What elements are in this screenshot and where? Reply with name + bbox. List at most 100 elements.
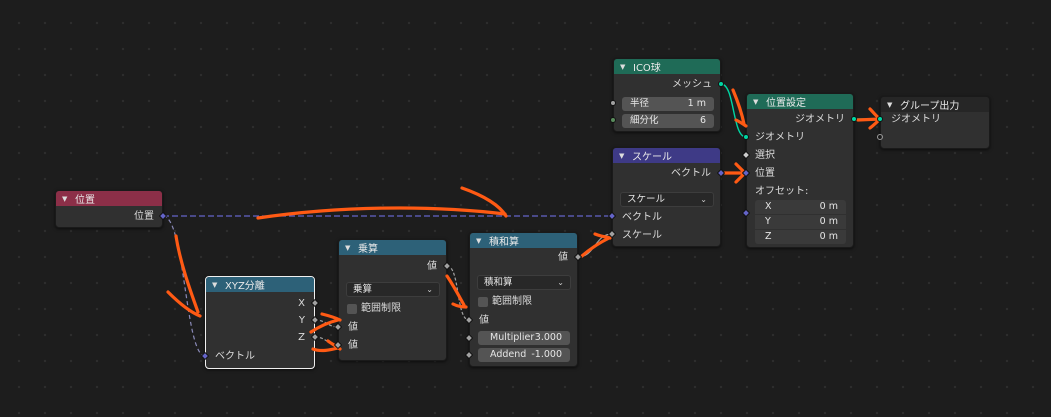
arrow-position-down <box>166 234 202 318</box>
group-output-empty-socket[interactable] <box>877 134 883 140</box>
multiplier-field[interactable]: Multiplier 3.000 <box>478 331 570 345</box>
muladd-operation-value: 積和算 <box>484 277 513 288</box>
scale-input-scale-label: スケール <box>622 230 662 241</box>
math-node-header[interactable]: ▼ 乗算 <box>339 240 446 255</box>
separate-xyz-header[interactable]: ▼ XYZ分離 <box>206 277 314 292</box>
ico-mesh-output-socket[interactable] <box>718 81 724 87</box>
multiply-add-node[interactable]: ▼ 積和算 値 積和算 ⌄ 範囲制限 値 Multiplier 3.000 Ad… <box>469 232 578 367</box>
position-node-header[interactable]: ▼ 位置 <box>56 191 162 206</box>
setpos-offset-label: オフセット: <box>755 186 809 197</box>
offset-z-value: 0 m <box>819 231 838 242</box>
setpos-input-geometry-socket[interactable] <box>743 134 749 140</box>
scale-operation-dropdown[interactable]: スケール ⌄ <box>620 192 714 207</box>
arrow-position-to-scale <box>256 186 508 220</box>
collapse-chevron-icon[interactable]: ▼ <box>619 151 625 160</box>
math-input-1-label: 値 <box>348 322 358 333</box>
scale-node-title: スケール <box>632 152 672 163</box>
muladd-clamp-label: 範囲制限 <box>492 296 532 307</box>
scale-output-label: ベクトル <box>671 168 711 179</box>
subdivisions-field[interactable]: 細分化 6 <box>622 114 714 128</box>
group-output-title: グループ出力 <box>900 101 960 112</box>
math-clamp-checkbox[interactable] <box>347 304 357 314</box>
multiply-add-header[interactable]: ▼ 積和算 <box>470 233 577 248</box>
muladd-output-label: 値 <box>558 252 568 263</box>
radius-socket[interactable] <box>610 100 616 106</box>
collapse-chevron-icon[interactable]: ▼ <box>476 236 482 245</box>
dropdown-arrow-icon: ⌄ <box>557 278 564 287</box>
ico-sphere-header[interactable]: ▼ ICO球 <box>614 59 720 74</box>
link-math-to-muladd <box>446 265 470 321</box>
collapse-chevron-icon[interactable]: ▼ <box>212 280 218 289</box>
radius-value: 1 m <box>687 98 706 109</box>
separate-xyz-node[interactable]: ▼ XYZ分離 X Y Z ベクトル <box>205 276 315 369</box>
set-position-title: 位置設定 <box>766 98 806 109</box>
position-node[interactable]: ▼ 位置 位置 <box>55 190 163 228</box>
addend-field[interactable]: Addend -1.000 <box>478 348 570 362</box>
muladd-input-label: 値 <box>479 315 489 326</box>
radius-label: 半径 <box>630 98 650 109</box>
scale-operation-value: スケール <box>627 194 666 205</box>
group-output-node[interactable]: ▼ グループ出力 ジオメトリ <box>880 96 990 149</box>
group-output-header[interactable]: ▼ グループ出力 <box>881 97 989 112</box>
radius-field[interactable]: 半径 1 m <box>622 97 714 111</box>
dropdown-arrow-icon: ⌄ <box>426 285 433 294</box>
group-output-geometry-label: ジオメトリ <box>891 114 941 125</box>
output-position-label: 位置 <box>134 211 154 222</box>
setpos-output-geometry-label: ジオメトリ <box>795 114 845 125</box>
input-vector-label: ベクトル <box>215 351 255 362</box>
ico-sphere-title: ICO球 <box>633 63 661 74</box>
arrow-math-to-muladd <box>445 274 468 309</box>
math-output-label: 値 <box>427 261 437 272</box>
multiplier-value: 3.000 <box>534 332 562 343</box>
dropdown-arrow-icon: ⌄ <box>700 195 707 204</box>
muladd-clamp-checkbox[interactable] <box>478 297 488 307</box>
offset-y-label: Y <box>765 216 771 227</box>
collapse-chevron-icon[interactable]: ▼ <box>620 62 626 71</box>
subdivisions-value: 6 <box>699 115 706 126</box>
math-node-title: 乗算 <box>358 244 378 255</box>
ico-sphere-node[interactable]: ▼ ICO球 メッシュ 半径 1 m 細分化 6 <box>613 58 721 132</box>
link-position-to-separate <box>162 215 206 357</box>
position-node-title: 位置 <box>75 195 95 206</box>
setpos-input-geometry-label: ジオメトリ <box>755 132 805 143</box>
muladd-operation-dropdown[interactable]: 積和算 ⌄ <box>477 275 571 290</box>
offset-y-field[interactable]: Y 0 m <box>755 215 846 229</box>
collapse-chevron-icon[interactable]: ▼ <box>345 243 351 252</box>
group-output-geometry-socket[interactable] <box>877 116 883 122</box>
math-clamp-label: 範囲制限 <box>361 303 401 314</box>
scale-node-header[interactable]: ▼ スケール <box>613 148 720 163</box>
multiply-add-title: 積和算 <box>489 237 519 248</box>
setpos-position-label: 位置 <box>755 168 775 179</box>
math-operation-value: 乗算 <box>353 284 373 295</box>
arrow-ico-to-setpos <box>731 88 748 128</box>
collapse-chevron-icon[interactable]: ▼ <box>753 97 759 106</box>
offset-x-value: 0 m <box>819 201 838 212</box>
output-x-label: X <box>298 298 305 309</box>
set-position-node[interactable]: ▼ 位置設定 ジオメトリ ジオメトリ 選択 位置 オフセット: X 0 m Y … <box>746 93 854 248</box>
offset-z-field[interactable]: Z 0 m <box>755 230 846 244</box>
scale-input-vector-label: ベクトル <box>622 212 662 223</box>
subdivisions-socket[interactable] <box>610 117 616 123</box>
separate-xyz-title: XYZ分離 <box>225 281 265 292</box>
offset-x-label: X <box>765 201 772 212</box>
arrow-muladd-to-scale <box>580 232 612 258</box>
math-node[interactable]: ▼ 乗算 値 乗算 ⌄ 範囲制限 値 値 <box>338 239 447 361</box>
offset-x-field[interactable]: X 0 m <box>755 200 846 214</box>
math-operation-dropdown[interactable]: 乗算 ⌄ <box>346 282 440 297</box>
addend-value: -1.000 <box>531 349 562 360</box>
setpos-selection-label: 選択 <box>755 150 775 161</box>
offset-y-value: 0 m <box>819 216 838 227</box>
setpos-output-geometry-socket[interactable] <box>851 116 857 122</box>
math-input-2-label: 値 <box>348 340 358 351</box>
collapse-chevron-icon[interactable]: ▼ <box>62 194 68 203</box>
addend-label: Addend <box>490 349 527 360</box>
collapse-chevron-icon[interactable]: ▼ <box>887 100 893 109</box>
set-position-header[interactable]: ▼ 位置設定 <box>747 94 853 109</box>
subdivisions-label: 細分化 <box>630 115 659 126</box>
output-y-label: Y <box>298 315 305 326</box>
ico-output-mesh-label: メッシュ <box>672 79 712 90</box>
scale-node[interactable]: ▼ スケール ベクトル スケール ⌄ ベクトル スケール <box>612 147 721 247</box>
link-ico-to-setpos <box>720 83 747 138</box>
output-z-label: Z <box>298 332 305 343</box>
multiplier-label: Multiplier <box>490 332 535 343</box>
